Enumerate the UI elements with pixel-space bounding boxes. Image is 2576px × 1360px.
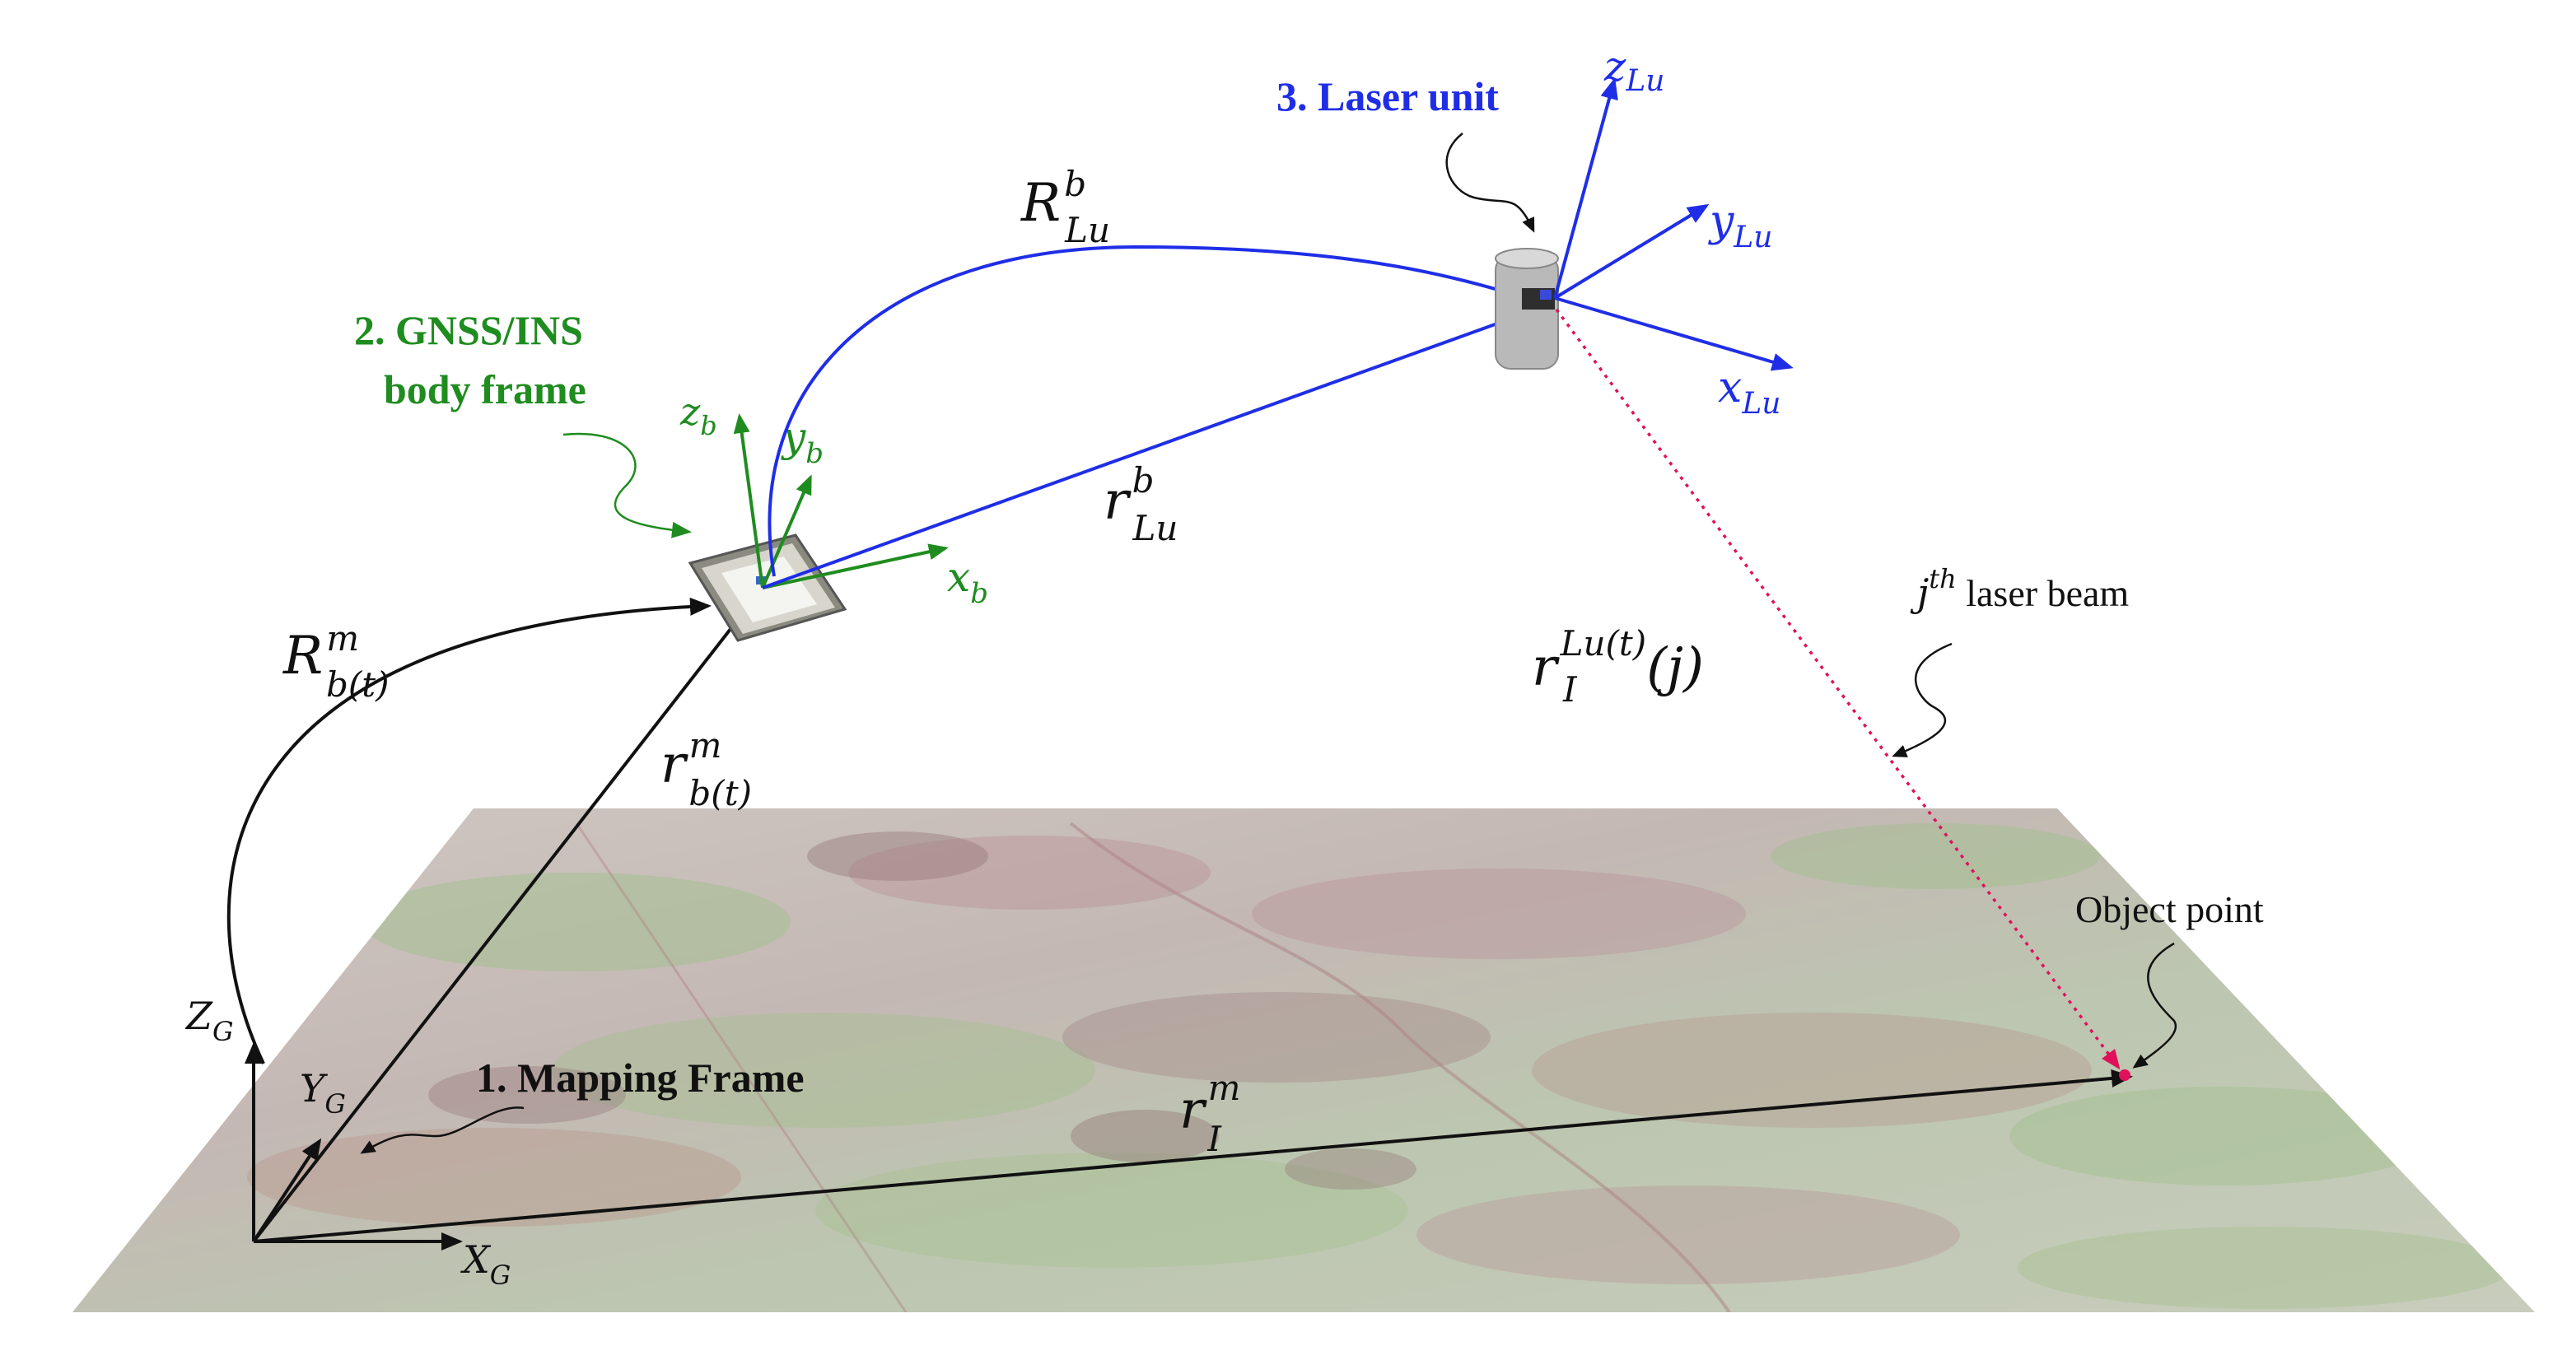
mapping-z-label: ZG xyxy=(184,994,234,1047)
mapping-frame-squiggle xyxy=(360,1106,525,1154)
mapping-x-label: XG xyxy=(460,1237,511,1291)
laser-beam xyxy=(1555,308,2121,1070)
gnss-label-line1: 2. GNSS/INS xyxy=(354,307,583,353)
laser-y-label: yLu xyxy=(1708,197,1772,254)
laser-beam-squiggle xyxy=(1892,642,1953,757)
mapping-y-label: YG xyxy=(300,1066,346,1120)
object-point-marker xyxy=(2119,1069,2130,1081)
laser-unit-squiggle xyxy=(1445,133,1535,233)
laser-x-label: xLu xyxy=(1718,363,1780,421)
laser-z-axis xyxy=(1553,77,1618,299)
body-z-label: zb xyxy=(679,389,717,441)
gnss-label-line2: body frame xyxy=(384,366,586,412)
gnss-ins-board xyxy=(688,533,847,642)
body-x-label: xb xyxy=(947,553,988,610)
terrain-plane xyxy=(72,808,2535,1312)
laser-y-axis xyxy=(1553,203,1710,300)
laser-unit-device xyxy=(1495,248,1559,370)
laser-frame-axes: zLu yLu xLu xyxy=(1553,43,1794,421)
gnss-squiggle xyxy=(562,432,692,538)
R-Lu-b-arc xyxy=(768,245,1548,577)
r-I-m-vector xyxy=(253,1069,2133,1243)
laser-beam-label: jth laser beam xyxy=(1910,563,2129,615)
r-Lu-b-vector xyxy=(762,302,1553,589)
r-I-Lu-sub: I xyxy=(1562,669,1578,710)
mapping-frame-label: 1. Mapping Frame xyxy=(476,1055,805,1101)
body-x-axis xyxy=(762,543,949,589)
laser-z-label: zLu xyxy=(1603,43,1664,98)
object-point-squiggle xyxy=(2132,942,2177,1069)
r-b-m-vector xyxy=(252,585,765,1243)
r-I-Lu-label: rLu(t)(j) xyxy=(1532,623,1704,698)
laser-unit-label: 3. Laser unit xyxy=(1276,73,1499,119)
laser-x-axis xyxy=(1554,296,1794,371)
body-y-label: yb xyxy=(781,413,824,470)
body-z-axis xyxy=(733,413,764,589)
R-b-m-arc xyxy=(226,597,712,1064)
object-point-label: Object point xyxy=(2075,888,2264,930)
body-y-axis xyxy=(761,474,812,589)
